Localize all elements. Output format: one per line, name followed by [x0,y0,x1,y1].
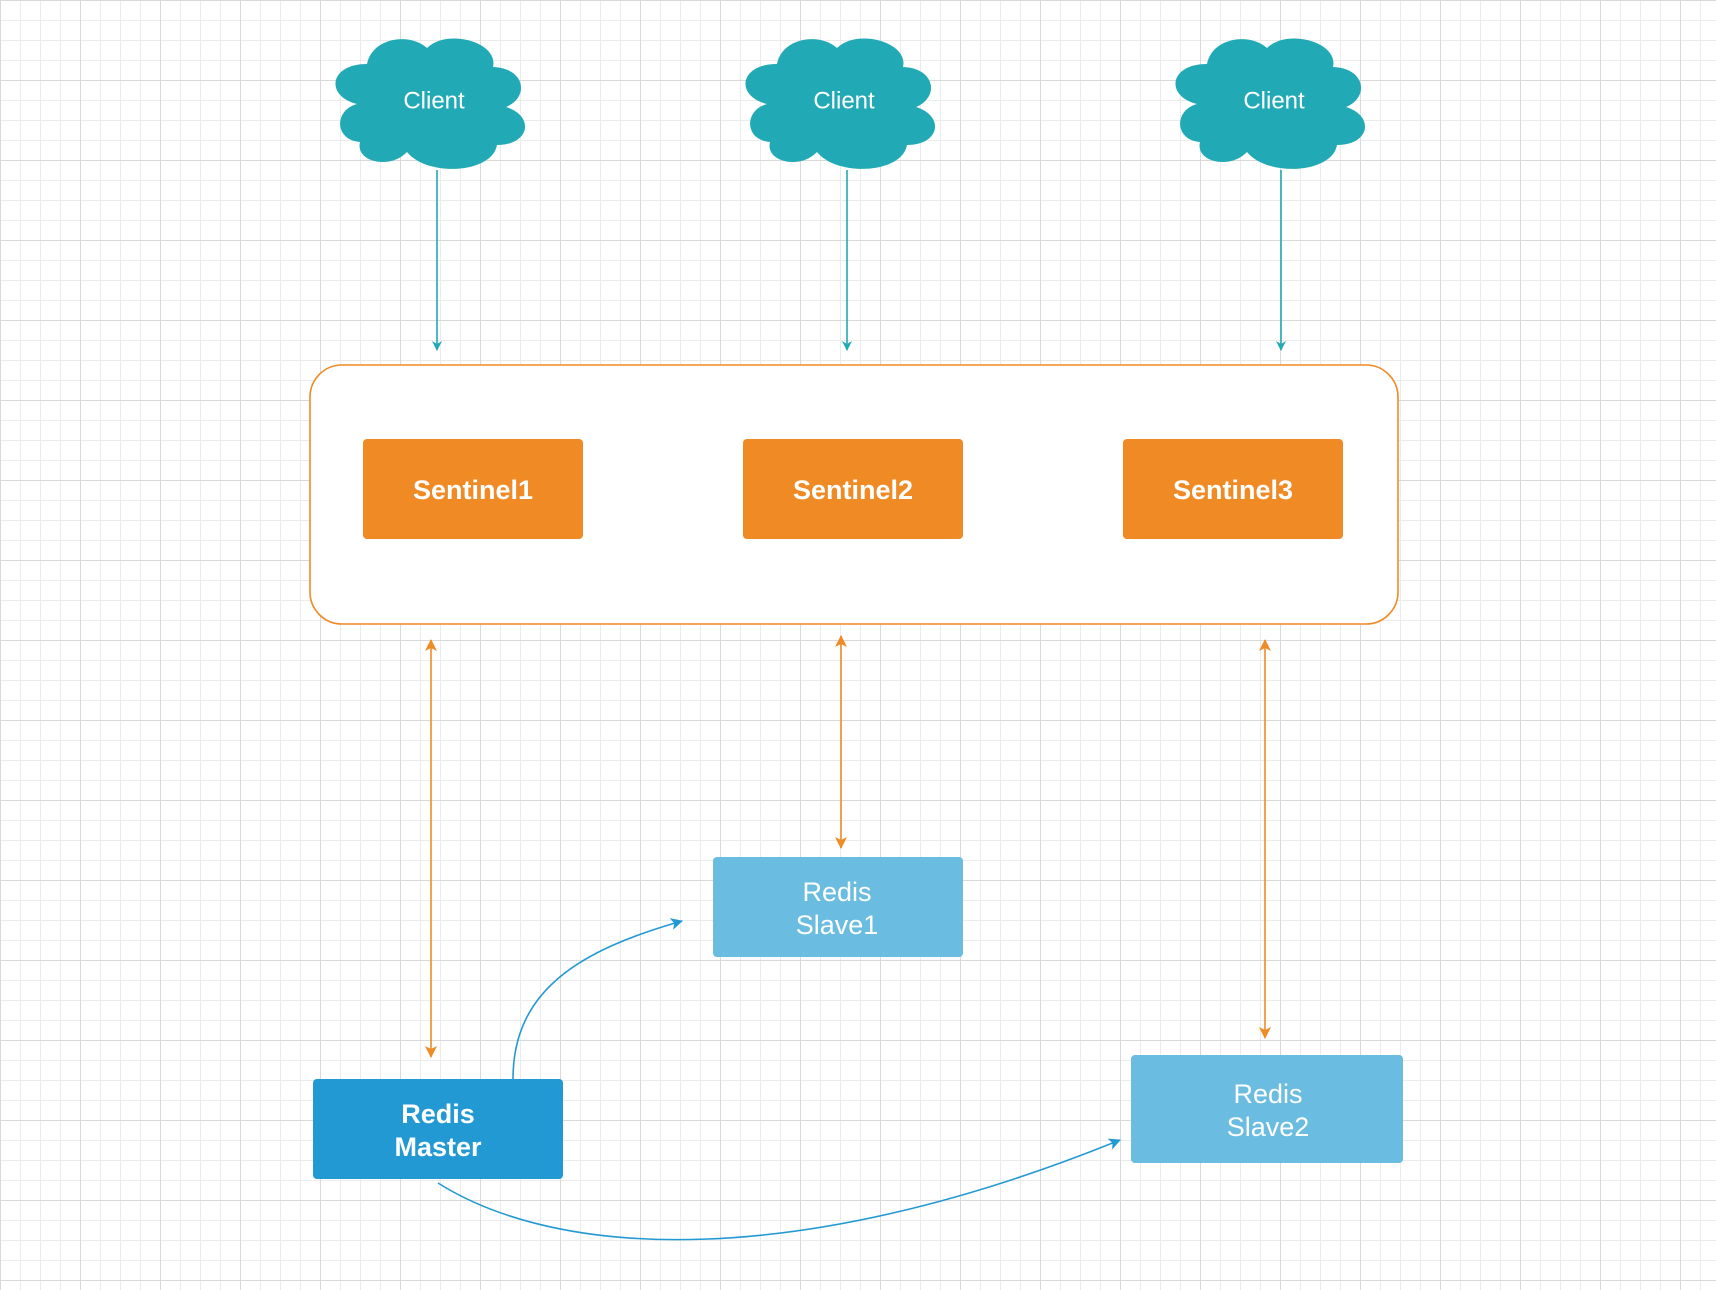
replication-arrow-slave1 [512,918,683,1080]
client-cloud-2[interactable]: Client [745,38,936,169]
redis-master[interactable]: Redis Master [313,1079,563,1179]
client-label: Client [813,88,875,115]
sentinel-1[interactable]: Sentinel1 [363,439,583,539]
sentinel-label: Sentinel3 [1173,475,1293,505]
redis-slave2-line2: Slave2 [1227,1112,1310,1142]
redis-slave2[interactable]: Redis Slave2 [1131,1055,1403,1163]
sentinel-label: Sentinel1 [413,475,533,505]
client-label: Client [1243,88,1305,115]
redis-slave1-line1: Redis [802,877,871,907]
cloud-icon [745,38,936,169]
sentinel-2[interactable]: Sentinel2 [743,439,963,539]
cloud-icon [1175,38,1366,169]
sentinel-3[interactable]: Sentinel3 [1123,439,1343,539]
redis-master-line2: Master [394,1132,482,1162]
client-cloud-3[interactable]: Client [1175,38,1366,169]
redis-slave1[interactable]: Redis Slave1 [713,857,963,957]
redis-slave1-line2: Slave1 [796,910,879,940]
client-cloud-1[interactable]: Client [335,38,526,169]
cloud-icon [335,38,526,169]
redis-master-line1: Redis [401,1099,475,1129]
client-label: Client [403,88,465,115]
sentinel-label: Sentinel2 [793,475,913,505]
redis-slave2-line1: Redis [1233,1079,1302,1109]
replication-arrow-slave2 [437,1138,1121,1241]
